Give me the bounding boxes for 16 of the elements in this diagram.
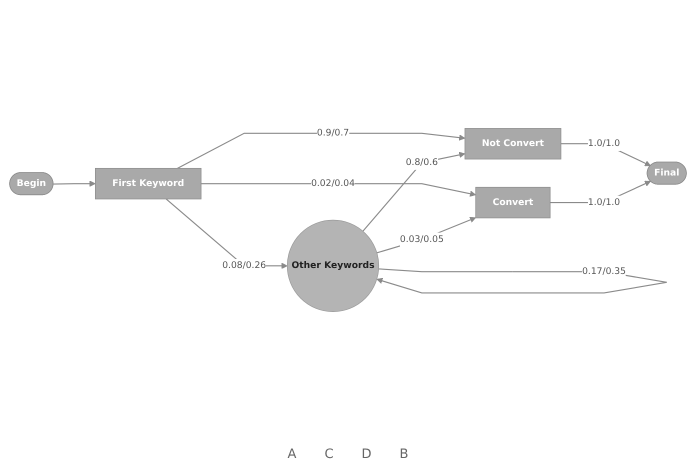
edge-label: 0.03/0.05 — [400, 232, 444, 246]
arrow — [177, 132, 466, 169]
path-letter: C — [324, 446, 334, 462]
edge-label: 0.17/0.35 — [582, 264, 626, 279]
edge-label: 0.8/0.6 — [406, 156, 438, 170]
path-letter: D — [362, 446, 372, 462]
edge-label: 1.0/1.0 — [588, 136, 620, 151]
arrow — [53, 180, 96, 187]
process-box: Convert — [475, 186, 551, 218]
path-letter: A — [288, 446, 296, 462]
state-circle: Other Keywords — [286, 220, 380, 312]
terminal-node: Final — [646, 162, 687, 185]
terminal-node: Begin — [9, 172, 54, 196]
path-letter: B — [400, 446, 408, 462]
process-box: First Keyword — [95, 168, 202, 200]
process-box: Not Convert — [464, 128, 562, 160]
